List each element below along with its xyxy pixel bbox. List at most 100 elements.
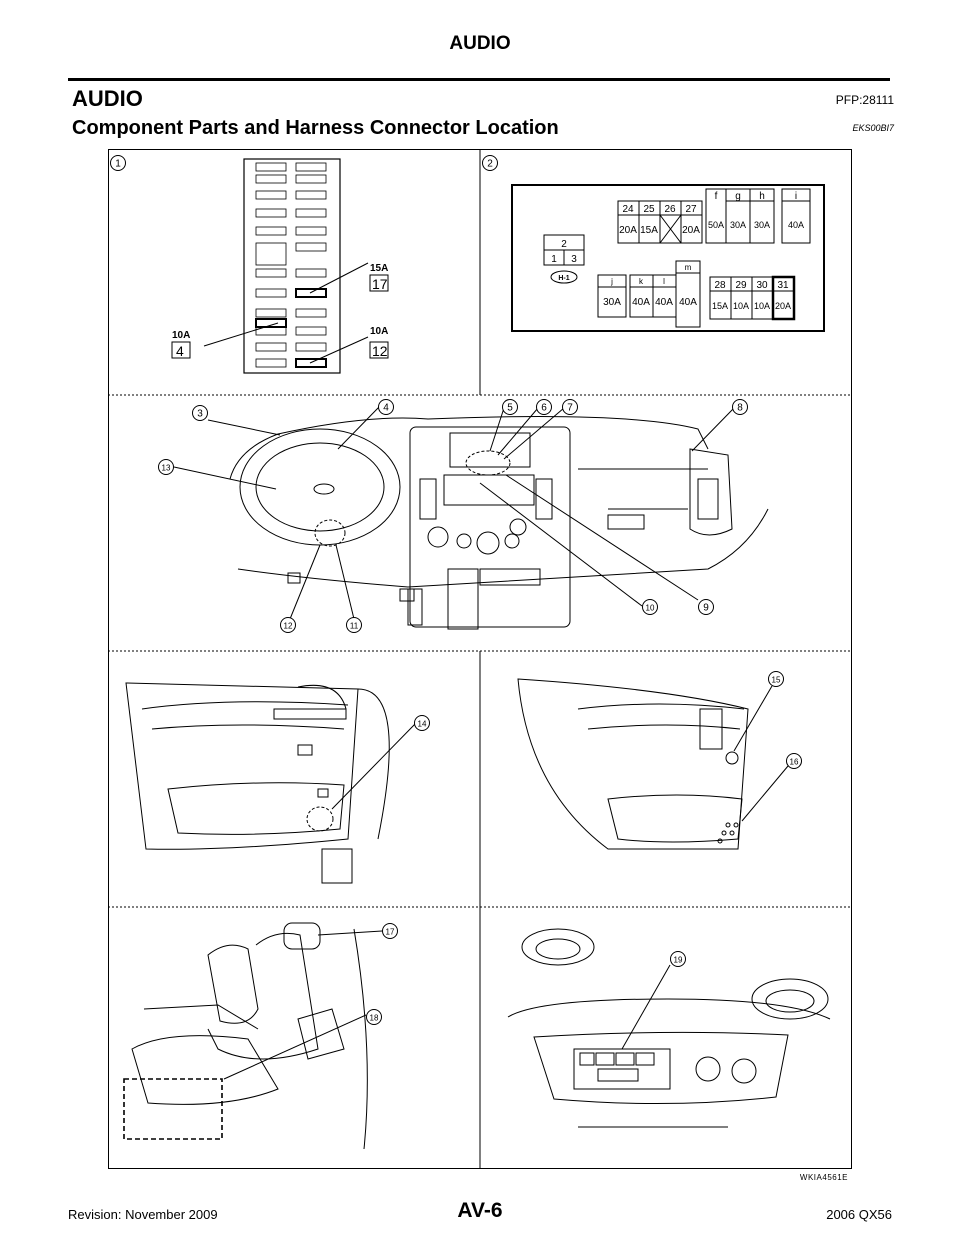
link-number: 2 xyxy=(561,239,567,250)
fuse-slot xyxy=(295,342,327,352)
figure-id: WKIA4561E xyxy=(799,1173,848,1182)
callout-circle xyxy=(502,399,518,415)
link-value: 30A xyxy=(754,220,770,230)
link-value: 20A xyxy=(619,225,637,236)
fuse-slot xyxy=(255,190,287,200)
callout-circle xyxy=(768,671,784,687)
callout-circle xyxy=(346,617,362,633)
link-letter: m xyxy=(685,263,692,272)
fuse-slot xyxy=(295,162,327,172)
fuse-slot-highlight xyxy=(295,288,327,298)
fuse-slot xyxy=(295,242,327,252)
fuse-callout-slot: 17 xyxy=(372,276,388,292)
link-value: 40A xyxy=(632,297,650,308)
link-value: 20A xyxy=(775,301,791,311)
callout-number: 11 xyxy=(350,622,359,631)
fuse-slot xyxy=(255,308,287,318)
fuse-slot xyxy=(255,288,287,298)
callout-circle xyxy=(280,617,296,633)
link-letter: g xyxy=(735,191,741,202)
link-value: 15A xyxy=(712,301,728,311)
callout-circle xyxy=(382,923,398,939)
callout-circle xyxy=(732,399,748,415)
callout-number: 8 xyxy=(737,403,743,414)
callout-circle xyxy=(378,399,394,415)
fuse-slot xyxy=(255,162,287,172)
fuse-slot xyxy=(295,326,327,336)
link-letter: h xyxy=(759,191,765,202)
fuse-slot xyxy=(255,358,287,368)
link-number: 27 xyxy=(685,204,697,215)
callout-circle xyxy=(366,1009,382,1025)
link-value: 50A xyxy=(708,220,724,230)
fuse-slot xyxy=(255,268,287,278)
subsection-title: Component Parts and Harness Connector Lo… xyxy=(72,117,559,139)
fuse-callout-slot: 4 xyxy=(176,343,184,359)
fuse-slot xyxy=(255,226,287,236)
fuse-slots xyxy=(255,162,327,368)
callout-circle xyxy=(698,599,714,615)
page-header-title: AUDIO xyxy=(449,33,511,54)
callout-circle xyxy=(562,399,578,415)
link-value: 20A xyxy=(682,225,700,236)
page-number: AV-6 xyxy=(457,1199,503,1222)
callout-number: 4 xyxy=(383,403,389,414)
callout-number: 17 xyxy=(386,928,395,937)
footer-model: 2006 QX56 xyxy=(826,1207,892,1222)
section-title: AUDIO xyxy=(72,86,143,111)
link-letter: k xyxy=(639,277,644,286)
fuse-callout-value: 10A xyxy=(370,326,388,337)
callout-circle xyxy=(482,155,498,171)
link-number: 24 xyxy=(622,204,634,215)
callout-circle xyxy=(536,399,552,415)
link-value: 40A xyxy=(679,297,697,308)
link-letter: f xyxy=(715,191,718,202)
fuse-slot-highlight xyxy=(295,358,327,368)
seat-illustration xyxy=(123,922,383,1150)
link-letter: l xyxy=(663,277,665,286)
callout-number: 7 xyxy=(567,403,573,414)
link-number: 1 xyxy=(551,254,557,265)
instrument-panel-illustration xyxy=(173,405,769,630)
callout-number: 15 xyxy=(772,676,781,685)
callout-circle xyxy=(670,951,686,967)
link-value: 30A xyxy=(603,297,621,308)
fuse-slot xyxy=(295,208,327,218)
callout-number: 3 xyxy=(197,409,203,420)
link-value: 10A xyxy=(733,301,749,311)
fuse-slot xyxy=(295,174,327,184)
link-number: 26 xyxy=(664,204,676,215)
fuse-slot xyxy=(295,268,327,278)
callout-number: 10 xyxy=(646,604,655,613)
callout-number: 5 xyxy=(507,403,513,414)
fusible-link-labels: 24 25 26 27 20A 15A 20A f g h i 50A 30A … xyxy=(551,191,804,311)
fuse-slot xyxy=(255,242,287,266)
callout-circle xyxy=(414,715,430,731)
connector-tag: H-1 xyxy=(558,275,569,282)
callout-circle xyxy=(192,405,208,421)
link-value: 40A xyxy=(655,297,673,308)
callout-circle xyxy=(786,753,802,769)
link-number: 25 xyxy=(643,204,655,215)
link-number: 31 xyxy=(777,280,789,291)
link-letter: i xyxy=(795,191,797,202)
callout-number: 6 xyxy=(541,403,547,414)
callout-number: 13 xyxy=(162,464,171,473)
header-divider xyxy=(68,78,890,81)
link-value: 10A xyxy=(754,301,770,311)
link-number: 29 xyxy=(735,280,747,291)
fuse-callout-value: 15A xyxy=(370,263,388,274)
subsection-code: EKS00BI7 xyxy=(852,123,894,133)
fuse-callout-slot: 12 xyxy=(372,343,388,359)
section-code: PFP:28111 xyxy=(835,93,894,107)
front-door-illustration xyxy=(125,682,417,884)
fusible-link-box xyxy=(511,184,825,332)
fuse-slot xyxy=(255,174,287,184)
callout-circle xyxy=(110,155,126,171)
callout-number: 1 xyxy=(115,159,121,170)
link-value: 40A xyxy=(788,220,804,230)
footer-revision: Revision: November 2009 xyxy=(68,1207,218,1222)
callout-number: 14 xyxy=(418,720,427,729)
link-value: 30A xyxy=(730,220,746,230)
